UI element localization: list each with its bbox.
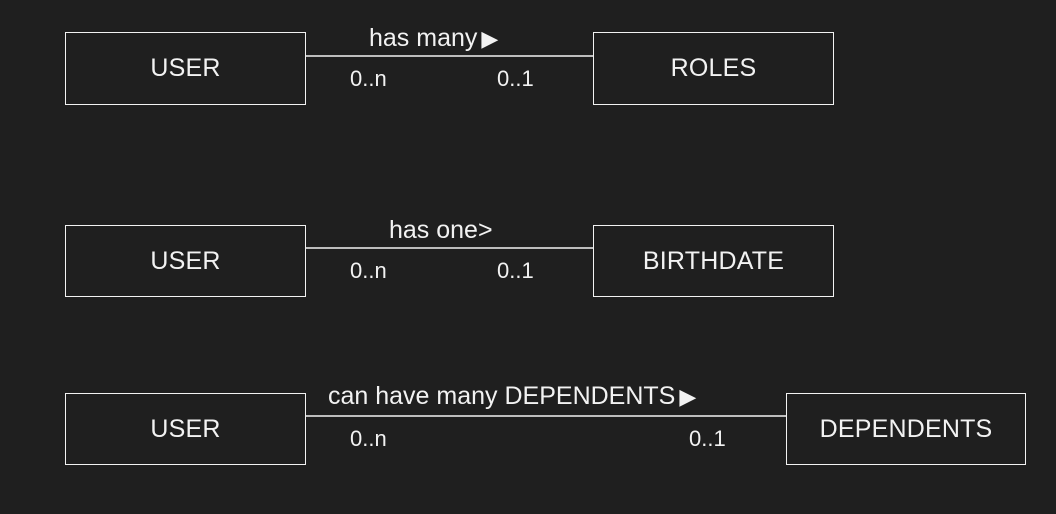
relationship-label-3: can have many DEPENDENTS▶ [328,384,696,409]
relationship-label-2: has one> [389,218,497,243]
entity-box-user-1[interactable]: USER [65,32,306,105]
relationship-label-1: has many▶ [369,26,498,51]
direction-arrow-icon: ▶ [481,26,499,51]
relationship-text-2: has one> [389,216,493,244]
target-cardinality-2: 0..1 [497,258,534,283]
entity-box-user-3[interactable]: USER [65,393,306,465]
direction-arrow-icon: ▶ [679,384,697,409]
entity-box-roles[interactable]: ROLES [593,32,834,105]
target-cardinality-1: 0..1 [497,66,534,91]
relationship-text-1: has many [369,24,478,52]
entity-box-dependents[interactable]: DEPENDENTS [786,393,1026,465]
entity-box-birthdate[interactable]: BIRTHDATE [593,225,834,297]
source-cardinality-1: 0..n [350,66,387,91]
source-cardinality-2: 0..n [350,258,387,283]
entity-box-user-2[interactable]: USER [65,225,306,297]
relationship-text-3: can have many DEPENDENTS [328,382,676,410]
target-cardinality-3: 0..1 [689,426,726,451]
source-cardinality-3: 0..n [350,426,387,451]
